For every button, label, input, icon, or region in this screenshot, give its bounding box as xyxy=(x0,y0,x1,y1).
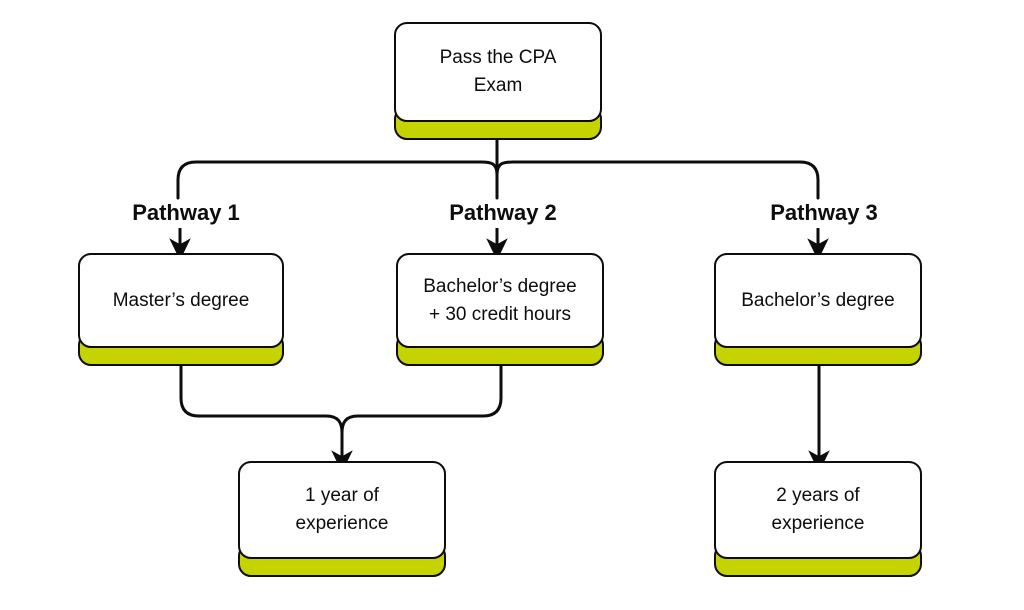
node-label: Bachelor’s degree xyxy=(741,289,895,311)
node-card: Pass the CPA Exam xyxy=(394,22,602,122)
node-masters-degree[interactable]: Master’s degree xyxy=(78,253,284,366)
pathway-heading-3: Pathway 3 xyxy=(718,200,930,226)
node-pass-cpa-exam[interactable]: Pass the CPA Exam xyxy=(394,22,602,140)
pathway-heading-1: Pathway 1 xyxy=(80,200,292,226)
node-label: Pass the CPA Exam xyxy=(439,47,557,96)
node-label: 2 years of experience xyxy=(771,485,865,534)
node-label: Bachelor’s degree + 30 credit hours xyxy=(423,275,577,325)
node-label: 1 year of experience xyxy=(295,485,389,534)
node-label: Master’s degree xyxy=(112,289,250,311)
pathway-heading-2: Pathway 2 xyxy=(397,200,609,226)
connector-exam-to-pathway3 xyxy=(495,160,820,200)
node-one-year-experience[interactable]: 1 year of experience xyxy=(238,461,446,577)
node-card: Master’s degree xyxy=(78,253,284,348)
node-bachelors-plus-30-credits[interactable]: Bachelor’s degree + 30 credit hours xyxy=(396,253,604,366)
node-card: Bachelor’s degree + 30 credit hours xyxy=(396,253,604,348)
node-card: Bachelor’s degree xyxy=(714,253,922,348)
node-card: 2 years of experience xyxy=(714,461,922,559)
connector-exam-to-pathway1 xyxy=(176,160,499,200)
node-two-years-experience[interactable]: 2 years of experience xyxy=(714,461,922,577)
node-card: 1 year of experience xyxy=(238,461,446,559)
node-bachelors-degree[interactable]: Bachelor’s degree xyxy=(714,253,922,366)
